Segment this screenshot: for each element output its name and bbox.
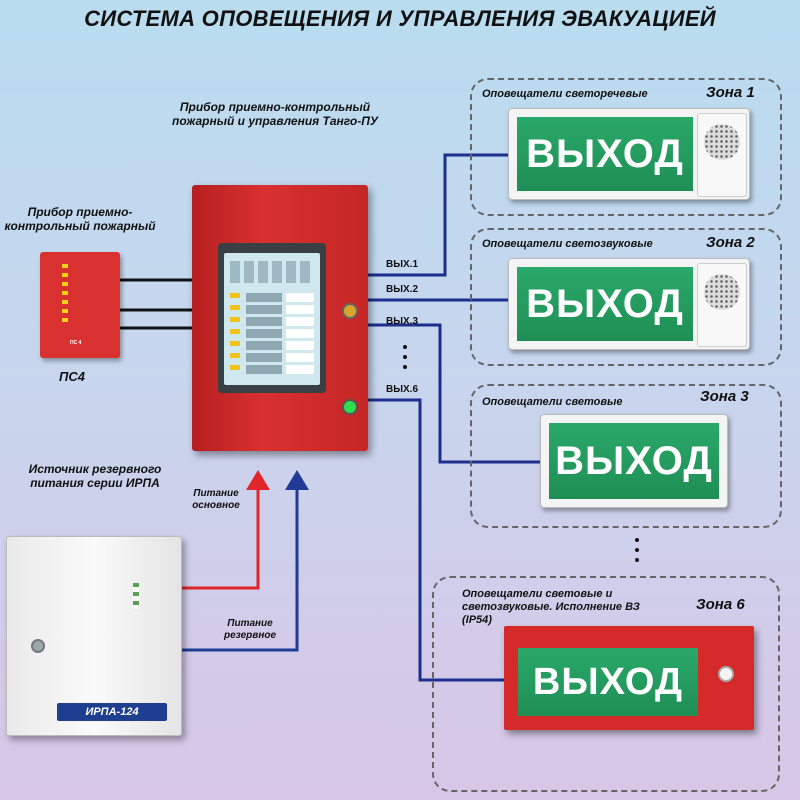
zone-1-speaker	[697, 113, 747, 197]
zone-6-box	[432, 576, 780, 792]
zone-3-box	[470, 384, 782, 528]
main-power-wire	[180, 490, 260, 590]
zone-1-name: Зона 1	[706, 84, 755, 101]
output-label-2: ВЫХ.2	[386, 284, 419, 295]
irpa-lock-icon	[31, 639, 45, 653]
main-power-label: Питание основное	[192, 488, 240, 511]
output-label-6: ВЫХ.6	[386, 384, 419, 395]
output-wires	[368, 153, 545, 682]
zone-6-desc: Оповещатели световые и светозвуковые. Ис…	[462, 588, 640, 626]
ps4-caption: Прибор приемно-контрольный пожарный	[4, 205, 156, 233]
reserve-power-label: Питание резервное	[223, 618, 277, 641]
irpa-device: ИРПА-124	[6, 536, 182, 736]
diagram-title: СИСТЕМА ОПОВЕЩЕНИЯ И УПРАВЛЕНИЯ ЭВАКУАЦИ…	[84, 6, 716, 31]
zone-1-sign: ВЫХОД	[508, 108, 750, 200]
zone-1-sign-text: ВЫХОД	[517, 117, 693, 191]
ps4-device: ПС 4	[40, 252, 120, 358]
zone-1-box	[470, 78, 782, 216]
zone-6-indicator-icon	[718, 666, 734, 682]
irpa-panel-label: ИРПА-124	[57, 703, 167, 721]
irpa-caption: Источник резервного питания серии ИРПА	[28, 462, 162, 490]
output-label-1: ВЫХ.1	[386, 259, 419, 270]
main-power-arrow	[246, 470, 270, 490]
zone-6-name: Зона 6	[696, 596, 745, 613]
device-window	[218, 243, 326, 393]
led-column	[230, 293, 240, 377]
speaker-grill-icon	[704, 124, 740, 160]
ps4-panel-label: ПС 4	[70, 340, 82, 346]
zone-6-sign: ВЫХОД	[504, 626, 754, 730]
reserve-power-arrow	[285, 470, 309, 490]
reserve-power-wire	[180, 490, 299, 652]
zone-2-name: Зона 2	[706, 234, 755, 251]
tango-pu-device	[192, 185, 368, 451]
button-column	[246, 293, 282, 377]
device-display	[224, 253, 320, 385]
zone-2-sign-text: ВЫХОД	[517, 267, 693, 341]
label-column	[286, 293, 314, 377]
zone-3-desc: Оповещатели световые	[482, 396, 623, 408]
zone-6-sign-text: ВЫХОД	[518, 648, 698, 716]
irpa-leds	[133, 583, 139, 609]
zone-2-sign: ВЫХОД	[508, 258, 750, 350]
zone-2-box	[470, 228, 782, 366]
main-device-caption: Прибор приемно-контрольный пожарный и уп…	[172, 100, 378, 128]
ps4-name: ПС4	[59, 369, 85, 384]
indicator-bank	[230, 261, 314, 283]
ps4-leds	[62, 264, 68, 324]
zone-3-sign-text: ВЫХОД	[549, 423, 719, 499]
lock-icon	[342, 303, 358, 319]
zone-1-desc: Оповещатели светоречевые	[482, 88, 648, 100]
power-led-icon	[342, 399, 358, 415]
continuation-dots	[403, 345, 639, 562]
zone-2-speaker	[697, 263, 747, 347]
ps4-cables	[120, 278, 195, 330]
output-label-3: ВЫХ.3	[386, 316, 419, 327]
speaker-grill-icon	[704, 274, 740, 310]
zone-2-desc: Оповещатели светозвуковые	[482, 238, 653, 250]
zone-3-name: Зона 3	[700, 388, 749, 405]
zone-3-sign: ВЫХОД	[540, 414, 728, 508]
